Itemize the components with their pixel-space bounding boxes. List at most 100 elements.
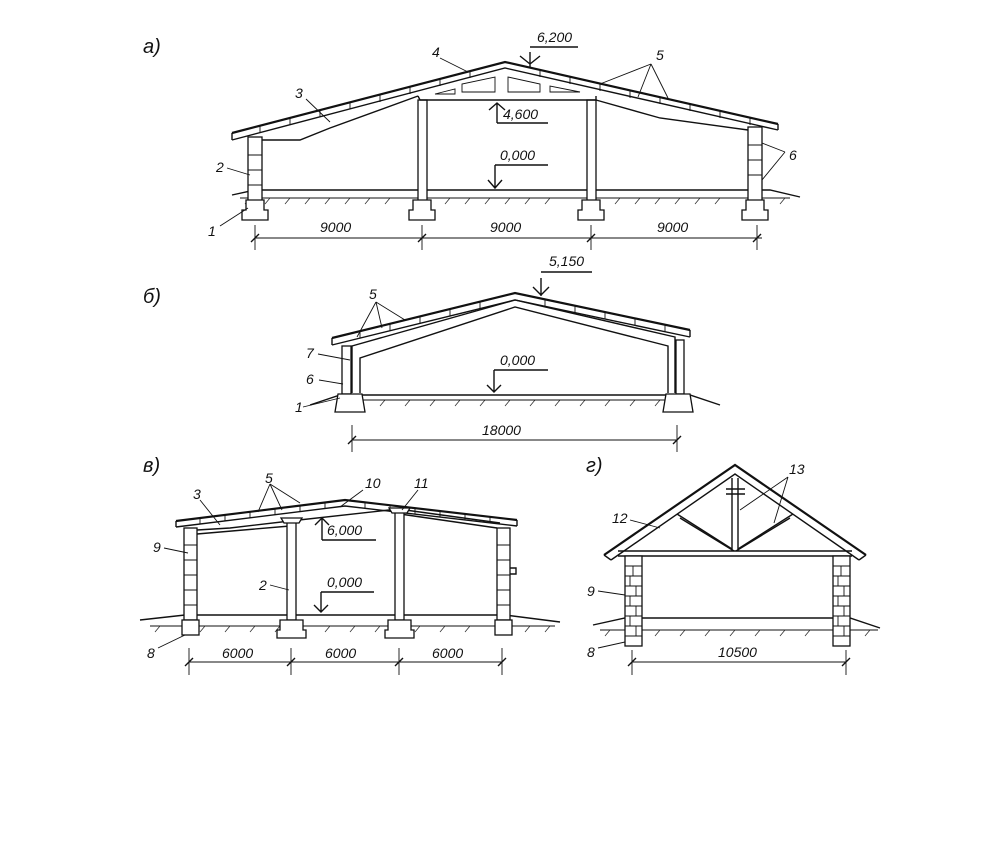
svg-text:6000: 6000	[222, 645, 253, 661]
level-mark-top-a: 6,200	[519, 29, 578, 68]
roof-slab-v	[175, 505, 518, 528]
wall-bracket-v	[510, 567, 517, 575]
roof-slope-g	[603, 463, 867, 556]
svg-text:7: 7	[306, 345, 315, 361]
svg-text:6,000: 6,000	[327, 522, 362, 538]
svg-text:8: 8	[587, 644, 595, 660]
column-cap-1-v	[279, 517, 304, 524]
column-cap-2-v	[387, 507, 412, 514]
frame-inner-b	[359, 306, 669, 393]
beam-lower-edge-v	[196, 513, 498, 535]
foundation-wall-left-v	[181, 619, 200, 636]
column-1-v	[286, 521, 297, 621]
struts-inner-g	[679, 517, 791, 552]
foundation-wall-right-v	[494, 619, 513, 636]
king-post-crosspiece-g	[726, 488, 745, 495]
roof-ends-v	[175, 520, 518, 527]
svg-text:3: 3	[193, 486, 201, 502]
outer-column-right-a	[747, 126, 763, 203]
column-2-v	[394, 511, 405, 621]
roof-panel-joints-b	[359, 299, 666, 338]
svg-text:6000: 6000	[325, 645, 356, 661]
dimension-line-a: 9000 9000 9000	[250, 219, 762, 250]
brick-wall-right-g	[832, 555, 851, 647]
svg-text:4,600: 4,600	[503, 106, 538, 122]
ground-line-g	[592, 617, 881, 629]
brick-wall-right-v	[496, 527, 511, 621]
brick-courses-v	[184, 544, 510, 606]
svg-text:5: 5	[369, 286, 377, 302]
svg-text:2: 2	[258, 577, 267, 593]
dimension-line-v: 6000 6000 6000	[184, 645, 507, 675]
brick-courses-g	[625, 565, 850, 637]
panel-letter-v: в)	[143, 455, 160, 477]
panel-letter-b: б)	[143, 286, 161, 308]
panel-letter-g: г)	[586, 455, 603, 477]
frame-outer-b	[351, 299, 676, 393]
truss-openings-a	[434, 76, 581, 95]
roof-ends-a	[231, 124, 779, 140]
svg-text:1: 1	[295, 399, 303, 415]
section-a: а)	[143, 29, 801, 250]
wall-post-left-b	[341, 345, 352, 395]
roof-slope-a	[231, 60, 779, 135]
svg-text:9000: 9000	[657, 219, 688, 235]
svg-text:6: 6	[306, 371, 314, 387]
brick-wall-left-v	[183, 527, 198, 621]
ground-line-v	[139, 614, 561, 623]
ground-hatching-g	[604, 629, 871, 637]
svg-text:10500: 10500	[718, 644, 757, 660]
level-mark-top-b: 5,150	[532, 253, 592, 296]
svg-text:11: 11	[414, 475, 429, 491]
ground-hatching-a	[244, 197, 786, 205]
wall-post-right-b	[675, 339, 685, 395]
svg-text:8: 8	[147, 645, 155, 661]
svg-text:6,200: 6,200	[537, 29, 572, 45]
leaders-b: 5 7 6 1	[295, 286, 406, 415]
section-b: б) 5,150 0,000	[143, 253, 721, 452]
beam-left-a	[262, 95, 419, 141]
wall-panels-a	[248, 144, 762, 186]
ground-line-b	[309, 394, 721, 406]
ground-hatching-v	[154, 625, 551, 633]
svg-text:9000: 9000	[490, 219, 521, 235]
svg-text:12: 12	[612, 510, 628, 526]
leaders-v: 3 5 10 11 9 2 8	[147, 470, 429, 661]
svg-text:5: 5	[265, 470, 273, 486]
level-mark-bottom-chord-a: 4,600	[488, 102, 548, 124]
leaders-g: 13 12 9 8	[587, 461, 805, 660]
svg-text:2: 2	[215, 159, 224, 175]
roof-panel-joints-a	[259, 70, 751, 133]
beam-right-a	[595, 99, 749, 131]
roof-slab-a	[231, 67, 779, 141]
level-mark-top-v: 6,000	[314, 517, 376, 541]
section-g: г) 10500 13 12	[586, 455, 881, 675]
roof-slope-v	[175, 498, 518, 523]
svg-text:6000: 6000	[432, 645, 463, 661]
svg-text:3: 3	[295, 85, 303, 101]
svg-text:0,000: 0,000	[500, 147, 535, 163]
foundations-a	[241, 199, 769, 221]
roof-ends-b	[331, 330, 691, 345]
svg-text:0,000: 0,000	[500, 352, 535, 368]
level-mark-floor-b: 0,000	[486, 352, 548, 393]
truss-bottom-a	[417, 95, 597, 101]
svg-text:0,000: 0,000	[327, 574, 362, 590]
ground-hatching-b	[350, 399, 680, 407]
svg-text:10: 10	[365, 475, 381, 491]
svg-text:13: 13	[789, 461, 805, 477]
foundation-right-b	[662, 393, 694, 413]
inner-column-2-a	[586, 99, 597, 203]
tie-beam-g	[618, 550, 852, 557]
foundation-1-v	[276, 619, 307, 639]
brick-joints-g	[629, 566, 845, 636]
svg-text:4: 4	[432, 44, 440, 60]
level-mark-floor-v: 0,000	[313, 574, 374, 613]
inner-column-1-a	[417, 99, 428, 203]
struts-g	[676, 513, 794, 550]
king-post-g	[731, 478, 739, 551]
roof-eaves-g	[603, 554, 867, 561]
svg-text:18000: 18000	[482, 422, 521, 438]
leaders-a: 1 2 3 4 5 6	[208, 44, 797, 239]
